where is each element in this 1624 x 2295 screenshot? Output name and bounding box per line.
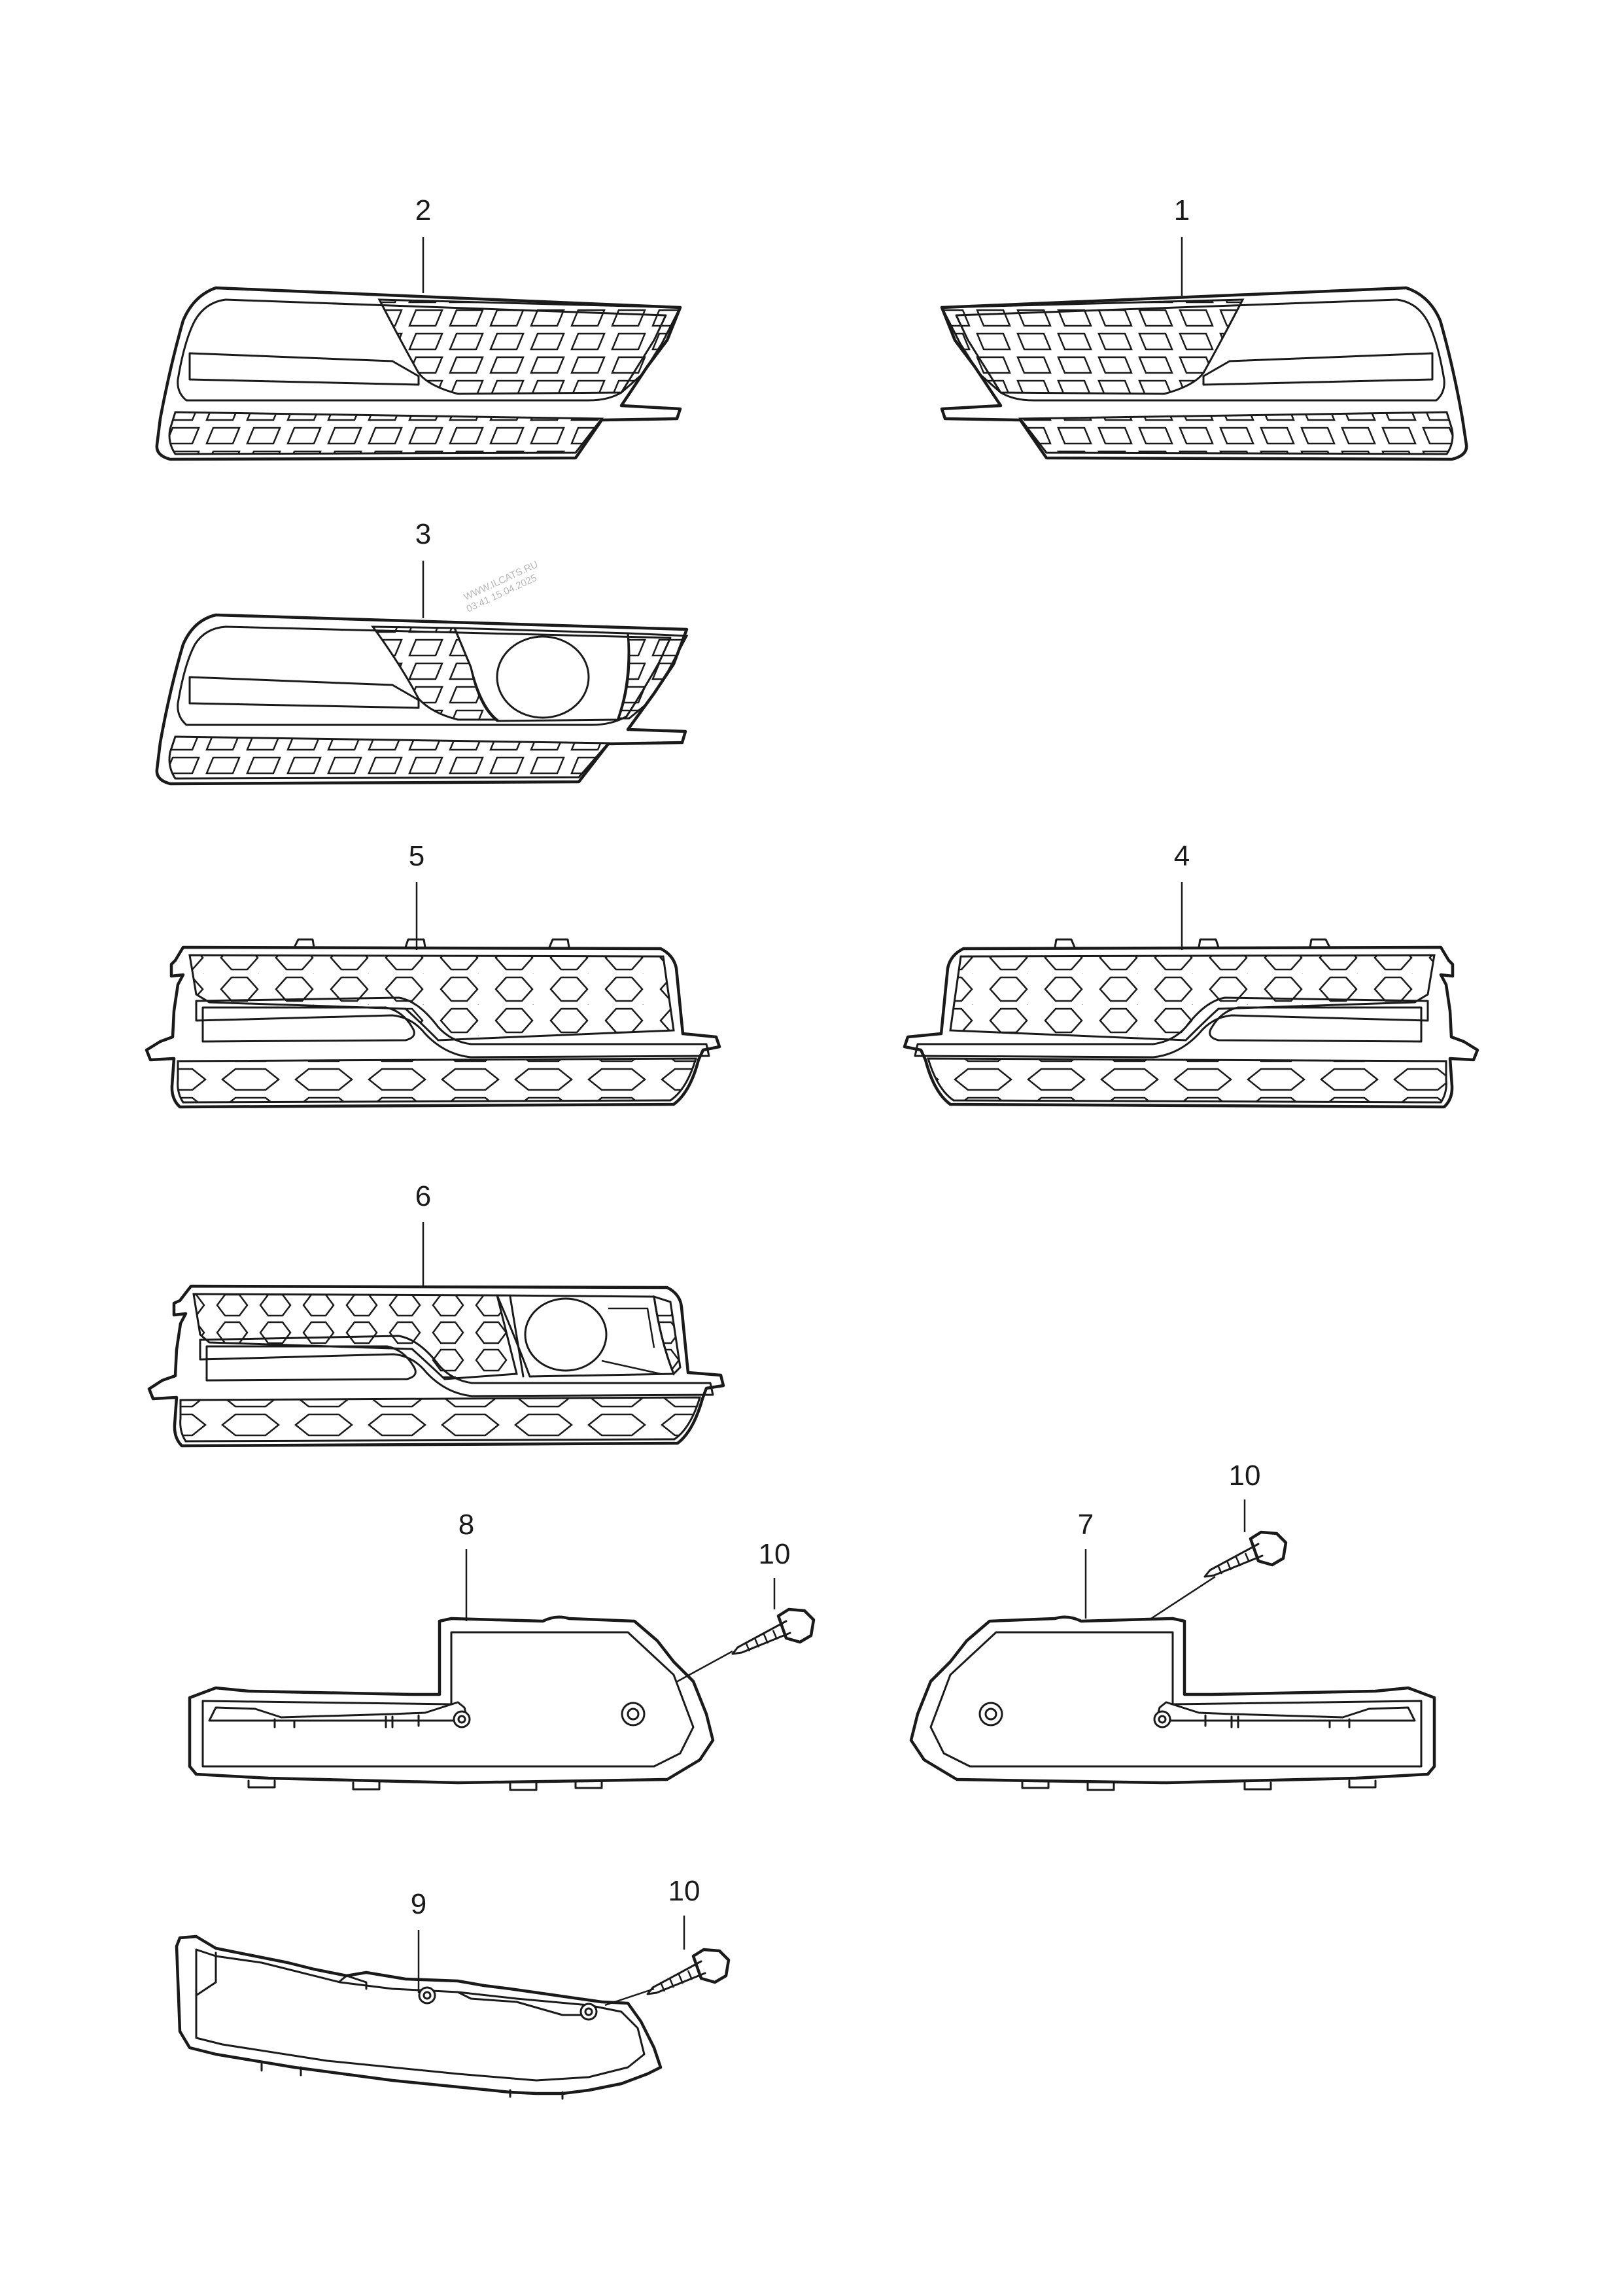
part-4-grille[interactable] xyxy=(903,938,1479,1109)
screw-10-middle-left[interactable] xyxy=(731,1607,816,1655)
part-5-grille[interactable] xyxy=(145,938,721,1109)
callout-9: 9 xyxy=(411,1888,426,1920)
callout-6: 6 xyxy=(415,1180,431,1212)
fog-lamp-opening xyxy=(524,1297,608,1372)
callout-10-middle: 10 xyxy=(759,1538,791,1570)
part-1-grille[interactable] xyxy=(940,286,1468,461)
leader-lines xyxy=(415,237,1246,2006)
callout-1: 1 xyxy=(1174,194,1190,226)
part-8-bracket[interactable] xyxy=(188,1615,715,1791)
callout-2: 2 xyxy=(415,194,431,226)
callout-8: 8 xyxy=(458,1509,474,1541)
part-7-bracket[interactable] xyxy=(909,1615,1436,1791)
part-2-grille[interactable] xyxy=(155,286,682,461)
part-6-grille[interactable] xyxy=(147,1284,725,1448)
part-3-grille[interactable]: WWW.ILCATS.RU 03:41 15.04.2025 xyxy=(155,559,689,786)
callout-4: 4 xyxy=(1174,840,1190,872)
callout-7: 7 xyxy=(1078,1509,1094,1541)
screw-10-lower[interactable] xyxy=(646,1948,731,1995)
fog-lamp-opening xyxy=(496,635,590,719)
part-9-bracket[interactable] xyxy=(175,1935,663,2100)
callout-10-lower: 10 xyxy=(668,1875,700,1907)
screw-10-upper-right[interactable] xyxy=(1203,1530,1288,1578)
callout-5: 5 xyxy=(409,840,424,872)
callout-3: 3 xyxy=(415,518,431,550)
callout-10-upper: 10 xyxy=(1229,1460,1261,1492)
